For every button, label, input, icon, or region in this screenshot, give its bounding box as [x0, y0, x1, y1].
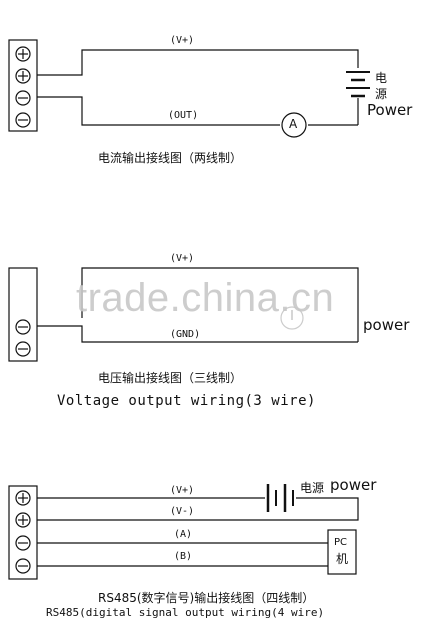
voltmeter-symbol: [280, 306, 304, 330]
supply-cn-char-2: 源: [375, 87, 388, 101]
terminal-screw-plus-4: [15, 512, 31, 528]
terminal-screw-minus-4: [15, 341, 31, 357]
label-v-plus-1: (V+): [170, 35, 195, 46]
caption-cn-2: 电压输出接线图（三线制）: [98, 371, 243, 385]
terminal-screw-minus-1: [15, 90, 31, 106]
label-b-3: (B): [174, 551, 193, 562]
terminal-screw-plus-2: [15, 68, 31, 84]
caption-en-2: Voltage output wiring(3 wire): [57, 393, 316, 409]
wire-out-1: [37, 96, 280, 126]
battery-symbol-3: [266, 484, 294, 512]
label-v-plus-2: (V+): [170, 253, 195, 264]
wire-gnd-2: [37, 325, 358, 343]
pc-box: [327, 529, 357, 575]
battery-symbol-1: [346, 71, 370, 98]
watermark: trade.china.cn: [76, 276, 335, 320]
terminal-screw-minus-6: [15, 558, 31, 574]
terminal-screw-minus-2: [15, 112, 31, 128]
label-out-1: (OUT): [168, 110, 199, 121]
power-label-3: power: [330, 476, 377, 494]
power-label-1: Power: [367, 101, 413, 119]
pc-label: PC: [334, 537, 348, 548]
terminal-block-2: [8, 267, 38, 362]
wire-v-plus-1: [37, 49, 359, 76]
wire-v-minus-3: [37, 497, 359, 521]
label-v-plus-3: (V+): [170, 485, 195, 496]
terminal-screw-minus-5: [15, 535, 31, 551]
ammeter-label: A: [289, 117, 298, 131]
caption-en-3: RS485(digital signal output wiring(4 wir…: [46, 606, 325, 619]
ammeter-symbol: [281, 112, 307, 138]
label-a-3: (A): [174, 529, 193, 540]
pc-label-cn: 机: [336, 552, 349, 566]
supply-cn-3: 电源: [300, 481, 325, 495]
terminal-screw-minus-3: [15, 319, 31, 335]
label-v-minus-3: (V-): [170, 506, 195, 517]
power-label-2: power: [363, 316, 410, 334]
caption-cn-1: 电流输出接线图（两线制）: [98, 151, 243, 165]
caption-cn-3: RS485(数字信号)输出接线图（四线制）: [98, 591, 315, 605]
terminal-screw-plus-1: [15, 46, 31, 62]
supply-cn-char-1: 电: [375, 71, 388, 85]
terminal-screw-plus-3: [15, 490, 31, 506]
label-gnd-2: (GND): [170, 329, 201, 340]
wire-v-plus-2: [81, 267, 359, 342]
